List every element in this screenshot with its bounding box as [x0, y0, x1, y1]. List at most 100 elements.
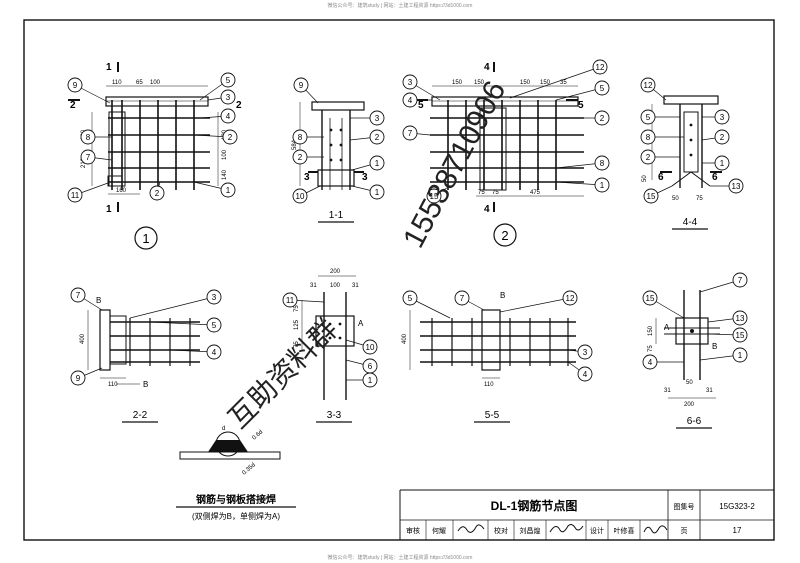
callout-circle [714, 129, 730, 145]
callout-number: 3 [226, 93, 231, 102]
callout-s11-1: 1 [351, 155, 385, 171]
callout-circle [728, 178, 744, 194]
dimension: 50 [642, 175, 648, 182]
callout-leader [555, 162, 603, 169]
check-name: 刘昌煌 [520, 526, 541, 535]
cut-label: 2 [236, 100, 242, 111]
callout-circle [362, 372, 378, 388]
callout-circle [206, 317, 222, 333]
callout-number: 3 [375, 114, 380, 123]
callout-s11-3: 3 [350, 110, 385, 126]
section-4-4: 584 50 50 75 6 6 4-4 [642, 95, 722, 230]
section-label-2-2: 2-2 [133, 410, 148, 421]
section-label-5-5: 5-5 [485, 410, 500, 421]
dimension: 150 [648, 325, 654, 336]
callout-circle [402, 74, 418, 90]
callout-number: 5 [408, 294, 413, 303]
callout-number: 6 [368, 362, 373, 371]
section-label-4-4: 4-4 [683, 217, 698, 228]
dimension: 110 [112, 80, 122, 86]
callout-s66-15: 15 [707, 327, 748, 343]
cut-label: 1 [106, 204, 112, 215]
callout-s55-3: 3 [567, 344, 593, 360]
callout-s33-10: 10 [345, 339, 378, 355]
callout-circle [67, 187, 83, 203]
callout-circle [592, 59, 608, 75]
callout-number: 4 [583, 370, 588, 379]
dimension: 75 [478, 190, 485, 196]
detail-1: 1 1 2 2 110 65 100 200 210 [68, 62, 242, 250]
callout-d1-8: 8 [80, 129, 112, 145]
design-label: 设计 [590, 526, 604, 535]
dimension: 100 [150, 80, 161, 86]
callout-circle [714, 109, 730, 125]
callout-circle [369, 184, 385, 200]
dimension: 475 [530, 190, 541, 196]
callout-d1-7: 7 [80, 149, 113, 165]
callout-d2-1: 1 [555, 177, 610, 193]
callout-d1-1: 1 [193, 181, 236, 198]
callout-s33-1: 1 [346, 372, 378, 388]
callout-circle [594, 110, 610, 126]
weld-marker: B [500, 291, 505, 300]
weld-mark: 0.35d [241, 462, 256, 476]
callout-circle [293, 77, 309, 93]
review-name: 何耀 [432, 526, 446, 535]
dimension: 100 [222, 149, 228, 160]
callout-s22-3: 3 [129, 289, 222, 319]
callout-number: 9 [73, 81, 78, 90]
callout-circle [220, 182, 236, 198]
weld-marker: B [712, 342, 717, 351]
callout-s11-8: 8 [292, 129, 324, 145]
callout-number: 1 [600, 181, 605, 190]
callout-number: 7 [76, 291, 81, 300]
callout-circle [80, 149, 96, 165]
top-note: 微信公众号：建筑study | 网站：土建工程资源 https://3d1000… [327, 3, 473, 9]
callout-number: 12 [566, 294, 575, 303]
dimension: 31 [310, 283, 317, 289]
callout-circle [67, 77, 83, 93]
callout-number: 10 [296, 192, 305, 201]
callout-circle [594, 155, 610, 171]
callout-number: 2 [155, 189, 160, 198]
callout-s22-4: 4 [169, 344, 222, 360]
callout-number: 13 [732, 182, 741, 191]
callout-leader [555, 87, 603, 101]
callout-number: 2 [375, 133, 380, 142]
callout-circle [220, 89, 236, 105]
callout-number: 15 [430, 192, 439, 201]
dimension: 31 [352, 283, 359, 289]
callout-number: 8 [298, 133, 303, 142]
page-label: 页 [681, 527, 688, 535]
callout-number: 3 [212, 293, 217, 302]
callout-number: 3 [408, 78, 413, 87]
callout-number: 15 [736, 331, 745, 340]
callout-circle [222, 129, 238, 145]
callout-number: 15 [646, 294, 655, 303]
weld-mark: d [222, 426, 225, 432]
callout-number: 2 [646, 153, 651, 162]
dimension: 100 [330, 283, 341, 289]
section-6-6: 150 75 31 50 31 200 A B 6-6 [648, 290, 720, 429]
section-2-2: 400 110 B B 2-2 [80, 296, 200, 423]
callout-d2-12: 12 [509, 59, 608, 99]
weld-note: B [143, 380, 148, 389]
callout-number: 2 [228, 133, 233, 142]
callout-circle [640, 129, 656, 145]
callout-s33-6: 6 [345, 358, 378, 374]
cut-label: 3 [304, 172, 310, 183]
detail-label-1: 1 [142, 231, 149, 246]
callout-s44-1: 1 [702, 155, 730, 171]
callout-number: 10 [366, 343, 375, 352]
callout-number: 7 [408, 129, 413, 138]
callout-number: 1 [375, 188, 380, 197]
callout-s55-5: 5 [402, 290, 451, 319]
callout-circle [714, 155, 730, 171]
dimension: 150 [520, 80, 531, 86]
callout-d1-9: 9 [67, 77, 111, 104]
callout-d1-5: 5 [199, 72, 236, 101]
callout-circle [732, 310, 748, 326]
callout-number: 8 [646, 133, 651, 142]
callout-number: 2 [720, 133, 725, 142]
callout-circle [640, 149, 656, 165]
